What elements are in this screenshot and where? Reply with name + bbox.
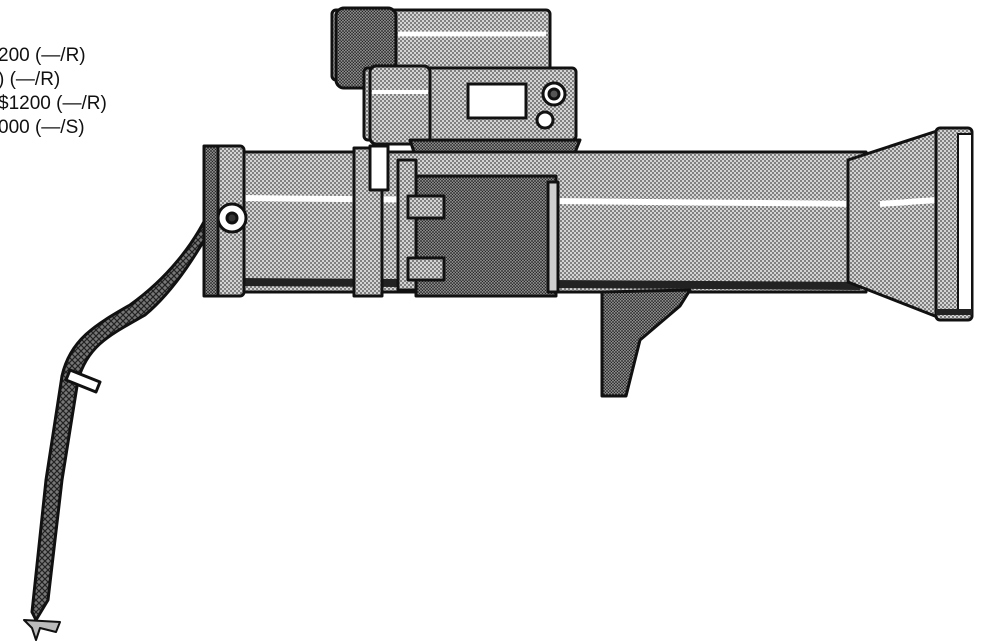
sight-knob-lower	[535, 110, 555, 130]
price-line-4: 000 (—/S)	[0, 117, 85, 138]
price-line-2: ) (—/R)	[0, 69, 61, 90]
sight-window	[466, 82, 528, 120]
price-line-1: 200 (—/R)	[0, 45, 86, 66]
pistol-grip	[600, 288, 692, 398]
tube-band-1	[352, 146, 384, 298]
strap-hook	[23, 619, 61, 641]
price-line-3: $1200 (—/R)	[0, 93, 107, 114]
sling-strap	[30, 203, 224, 622]
price-list: 200 (—/R) ) (—/R) $1200 (—/R) 000 (—/S)	[0, 44, 107, 140]
